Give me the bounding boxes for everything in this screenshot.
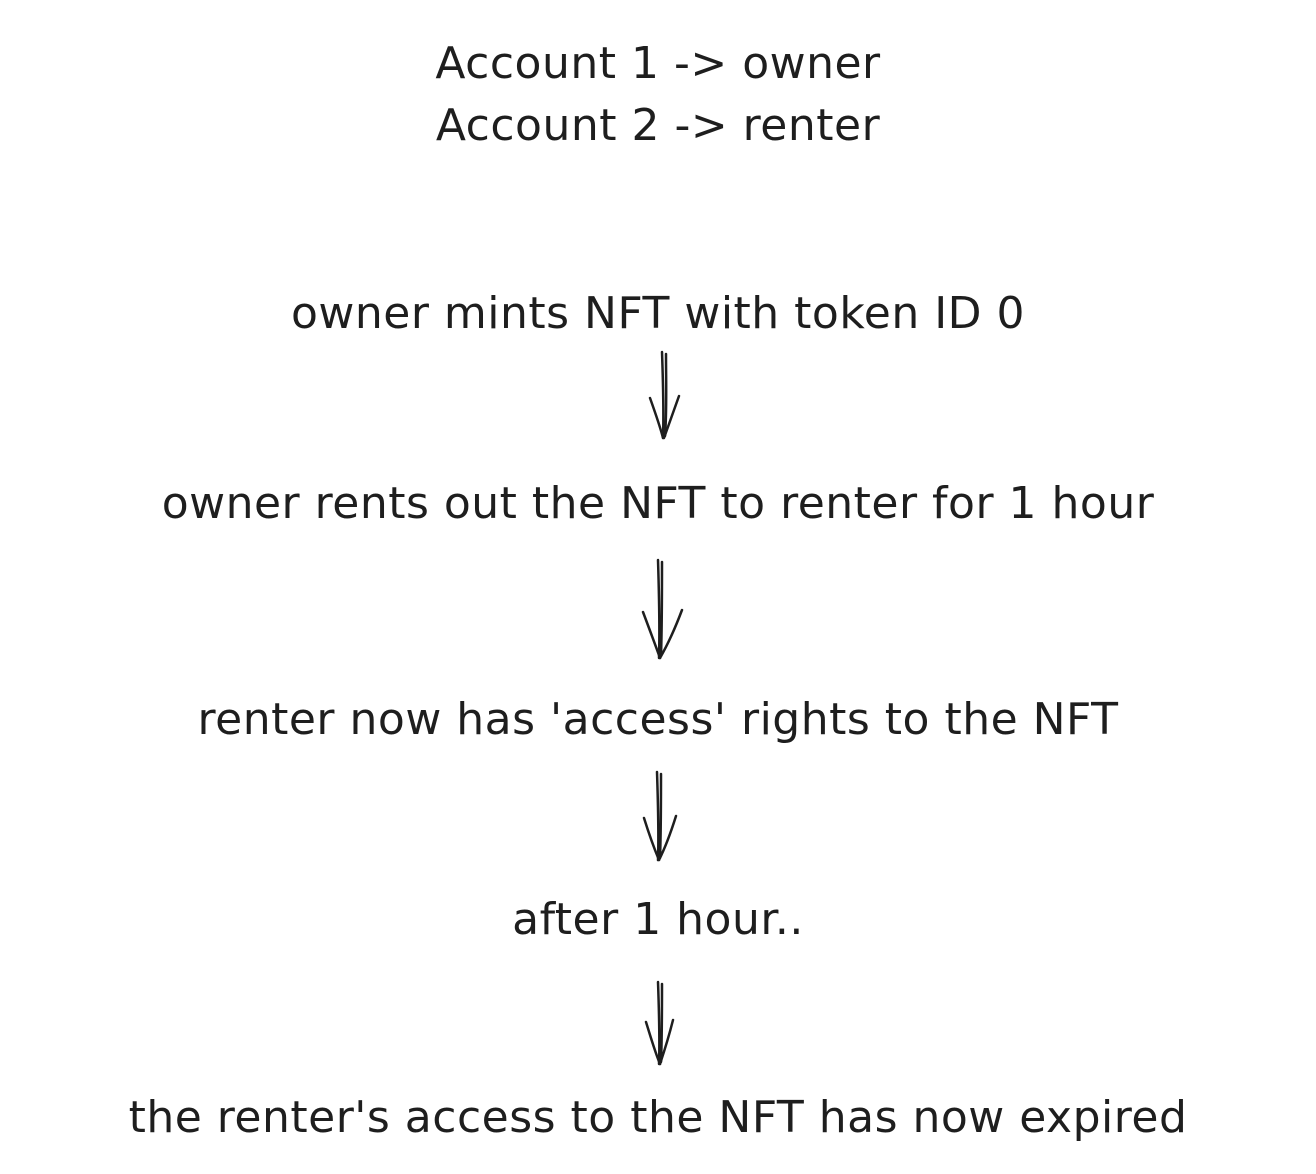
legend-owner: Account 1 -> owner bbox=[435, 38, 881, 89]
step-after-hour: after 1 hour.. bbox=[512, 894, 804, 945]
arrow-down-icon bbox=[644, 980, 675, 1066]
arrow-down-icon bbox=[648, 350, 681, 440]
arrow-down-icon bbox=[642, 770, 678, 862]
step-rent-out: owner rents out the NFT to renter for 1 … bbox=[161, 478, 1155, 529]
arrow-down-icon bbox=[641, 558, 684, 660]
legend-renter: Account 2 -> renter bbox=[435, 100, 881, 151]
step-expired: the renter's access to the NFT has now e… bbox=[128, 1092, 1188, 1143]
step-mint: owner mints NFT with token ID 0 bbox=[290, 288, 1026, 339]
step-access-rights: renter now has 'access' rights to the NF… bbox=[197, 694, 1119, 745]
